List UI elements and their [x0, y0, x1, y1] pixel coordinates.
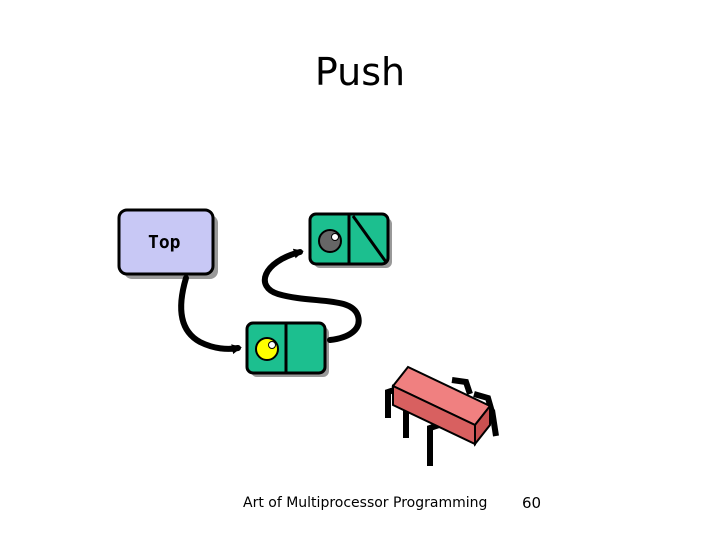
bug-body-end — [474, 403, 491, 447]
top-to-new-node-arrow — [178, 275, 242, 355]
new-node — [245, 321, 329, 377]
bug-leg — [451, 377, 473, 395]
null-pointer-slash — [351, 215, 388, 263]
page-title: Push — [314, 50, 406, 94]
new-node-to-existing-arrow — [261, 248, 362, 343]
footer-text: Art of Multiprocessor Programming — [243, 495, 488, 511]
top-box — [117, 208, 215, 276]
page-number: 60 — [522, 494, 542, 512]
existing-node — [308, 212, 392, 268]
thread-bug-icon — [385, 365, 499, 466]
existing-value-highlight — [331, 233, 339, 241]
top-pointer-box: Top — [117, 208, 218, 279]
new-value — [255, 337, 279, 361]
bug-leg — [489, 409, 499, 437]
top-label: Top — [148, 232, 181, 253]
bug-leg — [427, 421, 443, 466]
existing-value — [318, 229, 342, 253]
new-value-highlight — [268, 341, 276, 349]
